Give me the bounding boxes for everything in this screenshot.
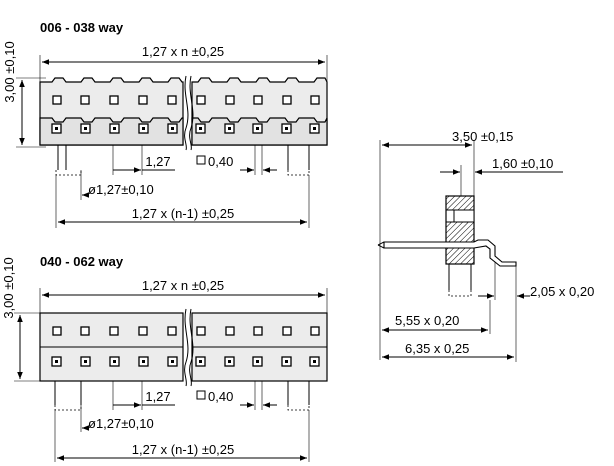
bottom-pin-right (287, 381, 310, 405)
top-pitch-dim-label: 1,27 (145, 154, 170, 169)
top-pin-left-tip (55, 170, 82, 176)
side-pin-tip-lower (377, 244, 385, 249)
side-view: 3,50 ±0,15 1,60 ±0,10 2,05 x 0,20 5,55 x… (377, 129, 594, 362)
bottom-pin-left-tip (54, 405, 82, 411)
top-view: 006 - 038 way 3,00 ±0,10 1,27 x n ±0,25 (2, 20, 328, 228)
side-lead-dim-label: 5,55 x 0,20 (395, 313, 459, 328)
side-solder-pin (448, 264, 472, 290)
square-pin-symbol (196, 155, 206, 165)
top-pin-right-tip (287, 170, 310, 176)
top-view-header: 006 - 038 way (40, 20, 124, 35)
bottom-pin-size-label: 0,40 (208, 389, 233, 404)
bottom-view-header: 040 - 062 way (40, 254, 124, 269)
bottom-view: 040 - 062 way 3,00 ±0,10 1,27 x n ±0,25 (1, 254, 328, 462)
top-pin-size-label: 0,40 (208, 154, 233, 169)
side-contact-cavity (453, 209, 475, 223)
bottom-height-dim-label: 3,00 ±0,10 (1, 257, 16, 318)
top-contact-row-lower (51, 123, 320, 134)
side-inner-dim-label: 1,60 ±0,10 (492, 156, 553, 171)
bottom-pitch-dim-label: 1,27 (145, 389, 170, 404)
top-contact-row-upper (52, 95, 320, 105)
bottom-pin-right-tip (287, 405, 310, 411)
bottom-break-line-b (189, 308, 194, 387)
side-width-dim-label: 3,50 ±0,15 (452, 129, 513, 144)
bottom-pin-left (54, 381, 82, 405)
top-break-line-a (184, 75, 189, 151)
bottom-hole-dim-label: ø1,27±0,10 (88, 416, 154, 431)
bottom-contact-row-lower (51, 356, 320, 367)
side-solder-pin-tip (448, 290, 472, 297)
top-pin-right (287, 145, 310, 170)
bottom-contact-row-upper (52, 326, 320, 336)
square-pin-symbol-bottom (196, 390, 206, 400)
top-length-dim-label: 1,27 x n ±0,25 (142, 44, 224, 59)
bottom-break-line-a (184, 308, 189, 387)
side-total-dim-label: 6,35 x 0,25 (405, 341, 469, 356)
top-break-line-b (189, 75, 194, 151)
top-height-dim-label: 3,00 ±0,10 (2, 41, 17, 102)
side-pin-tip-upper (377, 241, 385, 246)
side-pin-lead (383, 239, 517, 267)
top-hole-dim-label: ø1,27±0,10 (88, 182, 154, 197)
top-pin-left (57, 145, 67, 170)
side-offset-dim-label: 2,05 x 0,20 (530, 284, 594, 299)
bottom-span-dim-label: 1,27 x (n-1) ±0,25 (132, 442, 235, 457)
side-body-hatch-top (445, 195, 475, 211)
bottom-length-dim-label: 1,27 x n ±0,25 (142, 278, 224, 293)
top-span-dim-label: 1,27 x (n-1) ±0,25 (132, 206, 235, 221)
